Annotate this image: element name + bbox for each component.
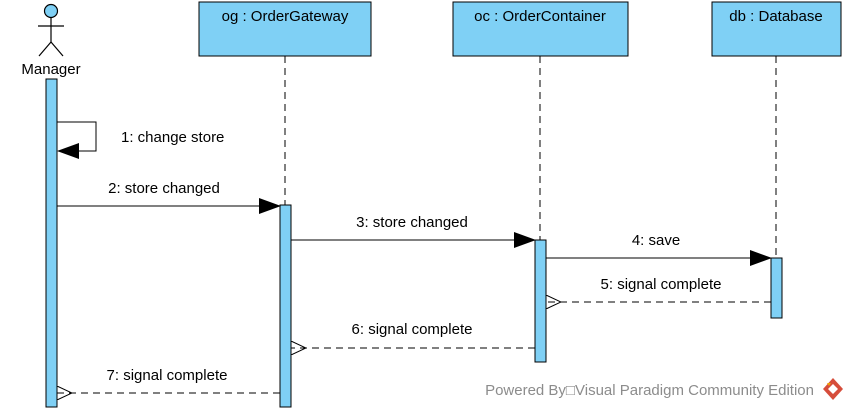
lifeline-oc-label: oc : OrderContainer (474, 8, 606, 25)
watermark-text: Powered By□Visual Paradigm Community Edi… (485, 382, 814, 399)
actor-manager[interactable]: Manager (21, 3, 81, 79)
lifeline-og-label: og : OrderGateway (222, 8, 349, 25)
message-2[interactable]: 2: store changed (57, 180, 281, 214)
lifeline-db[interactable]: db : Database (711, 1, 842, 258)
lifeline-oc-header (452, 1, 629, 57)
lifeline-oc[interactable]: oc : OrderContainer (452, 1, 629, 240)
message-5-label: 5: signal complete (601, 276, 722, 293)
lifeline-og[interactable]: og : OrderGateway (198, 1, 372, 205)
lifeline-db-header (711, 1, 842, 57)
message-7-label: 7: signal complete (107, 367, 228, 384)
message-6-label: 6: signal complete (352, 321, 473, 338)
activation-manager (45, 78, 58, 408)
message-4-label: 4: save (632, 232, 680, 249)
visual-paradigm-logo-icon (823, 378, 843, 400)
message-4[interactable]: 4: save (546, 232, 772, 266)
message-1[interactable]: 1: change store (57, 121, 224, 159)
message-1-arrow (57, 121, 97, 159)
stick-figure-icon (38, 3, 64, 57)
lifeline-db-label: db : Database (729, 8, 822, 25)
lifeline-og-header (198, 1, 372, 57)
message-1-label: 1: change store (121, 129, 224, 146)
message-5[interactable]: 5: signal complete (546, 276, 771, 302)
watermark: Powered By□Visual Paradigm Community Edi… (485, 378, 843, 400)
activation-db (770, 257, 783, 319)
actor-label: Manager (21, 61, 80, 78)
message-3[interactable]: 3: store changed (291, 214, 536, 248)
activation-og (279, 204, 292, 408)
message-3-label: 3: store changed (356, 214, 468, 231)
message-2-label: 2: store changed (108, 180, 220, 197)
activation-oc (534, 239, 547, 363)
message-6[interactable]: 6: signal complete (291, 321, 535, 348)
message-7[interactable]: 7: signal complete (57, 367, 280, 393)
